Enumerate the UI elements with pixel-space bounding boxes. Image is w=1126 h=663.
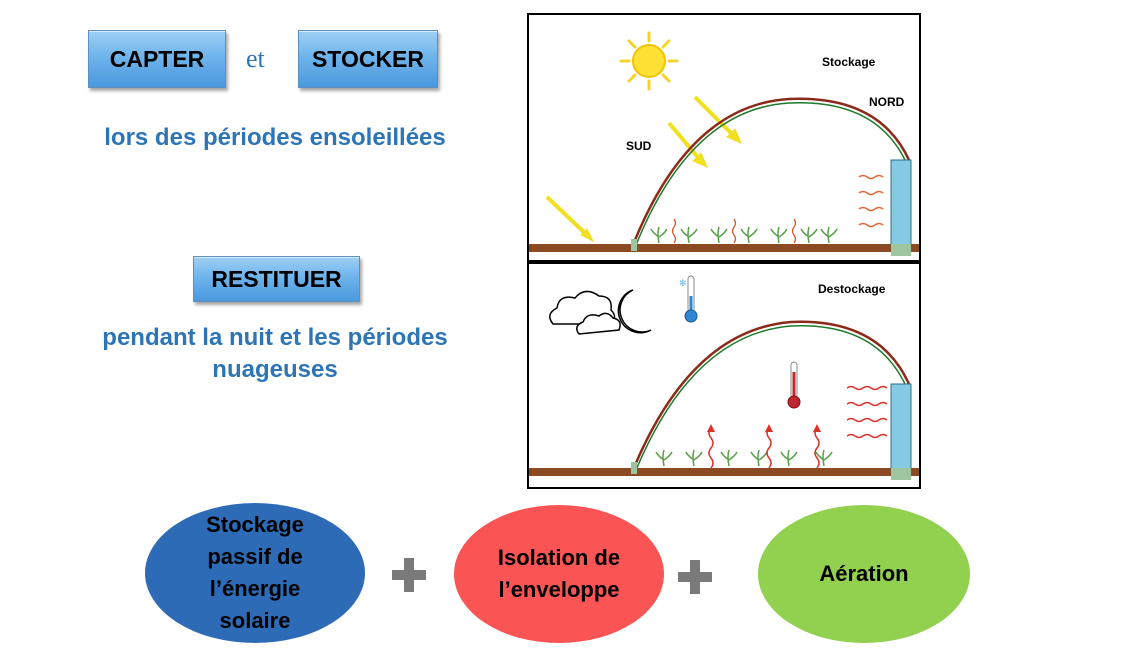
sun-icon	[619, 31, 679, 91]
night-text-line1: pendant la nuit et les périodes	[102, 324, 448, 351]
night-text-line2: nuageuses	[212, 356, 338, 383]
destockage-label: Destockage	[818, 282, 886, 296]
passive-solar-storage-oval: Stockage passif de l’énergie solaire	[145, 503, 365, 643]
stocker-label: STOCKER	[311, 45, 425, 72]
restituer-label: RESTITUER	[211, 265, 342, 292]
cold-thermometer-icon: ✻	[679, 275, 698, 323]
stockage-label: Stockage	[822, 55, 876, 69]
heat-wave-icon	[858, 174, 884, 228]
plus-icon	[392, 558, 426, 592]
restituer-button: RESTITUER	[193, 256, 360, 302]
plus-icon	[678, 560, 712, 594]
destockage-panel: ✻	[527, 262, 921, 489]
envelope-insulation-oval: Isolation de l’enveloppe	[454, 505, 664, 643]
capter-button: CAPTER	[88, 30, 226, 88]
night-periods-text: pendant la nuit et les périodes nuageuse…	[55, 322, 495, 386]
capter-label: CAPTER	[109, 45, 205, 72]
sun-ray-arrow-icon	[545, 95, 742, 243]
et-connector: et	[246, 44, 265, 73]
nord-label: NORD	[869, 95, 905, 109]
thermal-wall-icon	[890, 159, 912, 256]
oval3-text: Aération	[819, 561, 909, 586]
aeration-oval: Aération	[758, 505, 970, 643]
cloud-icon	[549, 290, 621, 335]
thermal-wall-icon	[890, 383, 912, 480]
svg-text:✻: ✻	[679, 279, 687, 289]
sunny-periods-text: lors des périodes ensoleillées	[104, 124, 446, 151]
destockage-illustration: ✻	[529, 275, 919, 480]
plant-icon	[650, 226, 838, 244]
stocker-button: STOCKER	[298, 30, 438, 88]
hot-thermometer-icon	[787, 361, 801, 409]
plant-icon	[655, 449, 833, 467]
oval1-text: Stockage passif de l’énergie solaire	[206, 512, 304, 633]
stockage-panel: Stockage NORD SUD	[527, 13, 921, 262]
moon-icon	[617, 289, 652, 334]
stockage-illustration	[529, 31, 919, 256]
oval2-text: Isolation de l’enveloppe	[497, 545, 621, 602]
heat-wave-icon	[846, 385, 888, 439]
sud-label: SUD	[626, 139, 652, 153]
